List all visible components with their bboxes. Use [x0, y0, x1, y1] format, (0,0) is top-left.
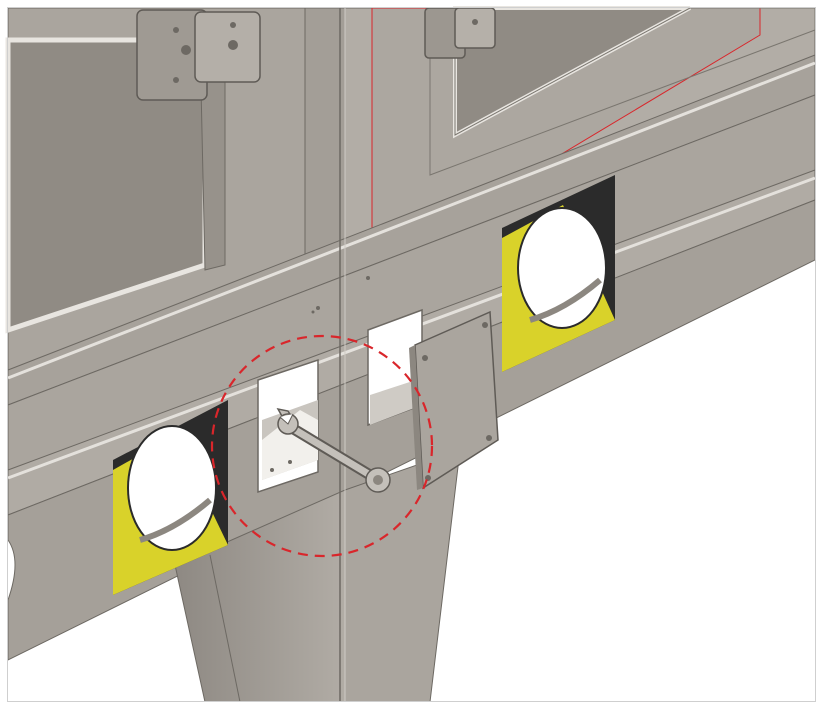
support-leg-right	[344, 449, 461, 702]
port-right	[502, 175, 615, 372]
highlight-circle	[210, 334, 434, 558]
rivets	[311, 276, 370, 314]
cover-plate	[409, 310, 499, 490]
port-left	[113, 400, 228, 595]
support-leg	[174, 489, 346, 702]
wrench-icon	[276, 407, 391, 493]
access-opening-right	[367, 308, 423, 427]
port-edge	[7, 539, 16, 601]
latch-icon	[424, 7, 496, 59]
hinge-icon	[136, 9, 261, 101]
